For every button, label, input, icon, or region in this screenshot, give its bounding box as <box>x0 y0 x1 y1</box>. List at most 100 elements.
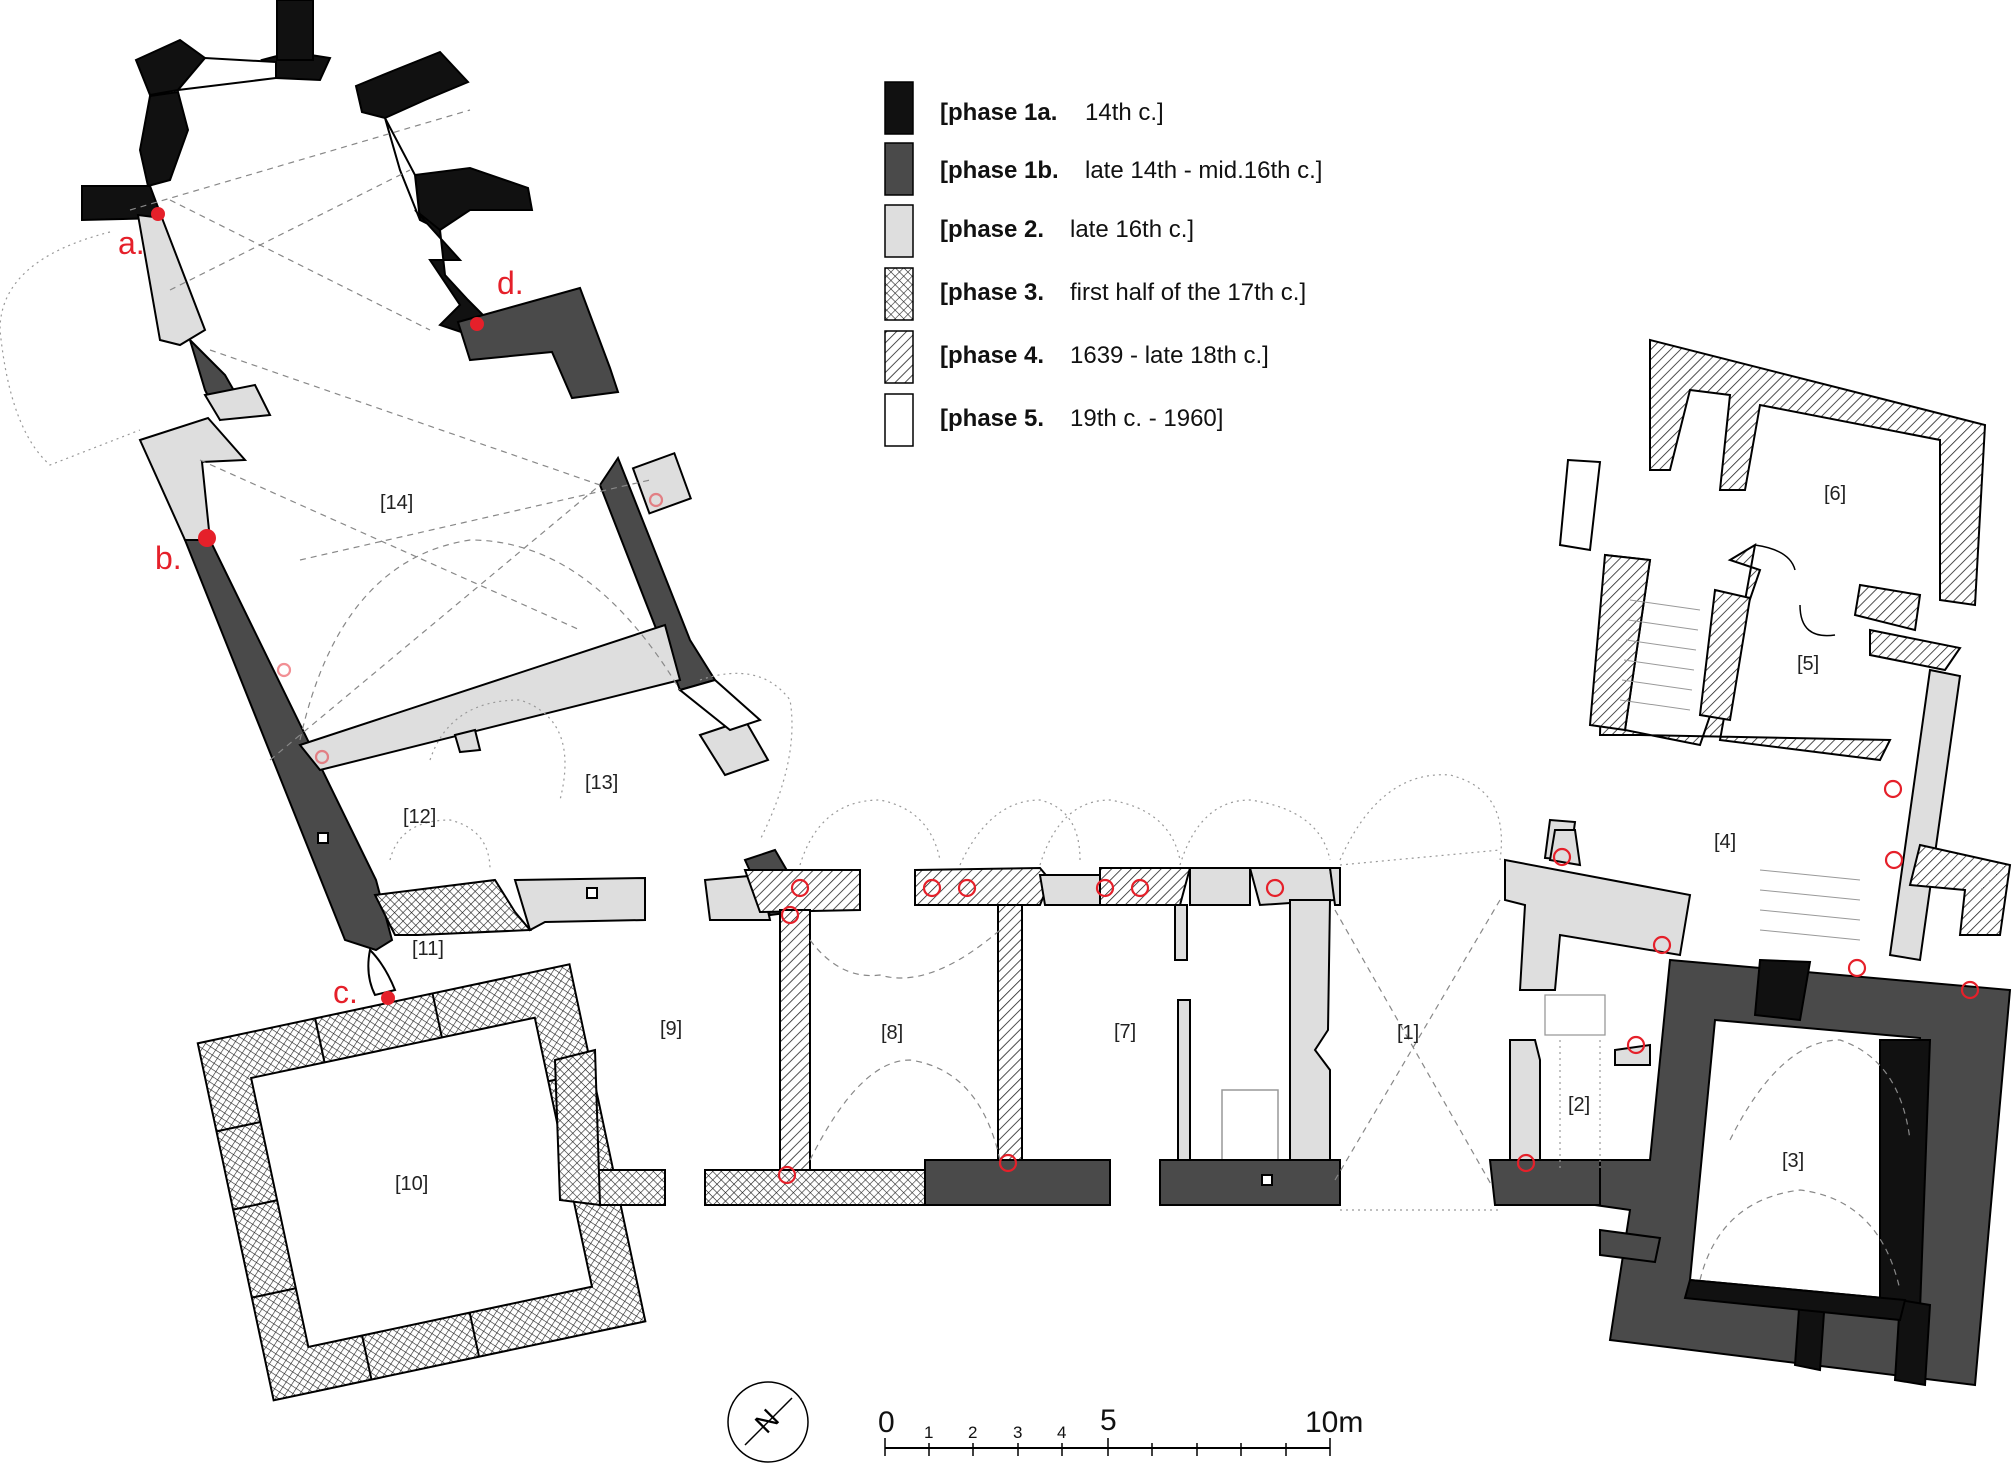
room-8-vault <box>809 929 1001 979</box>
passage-1 <box>799 774 1502 1211</box>
vault-arc <box>299 539 681 741</box>
east-wing-window <box>1558 458 1602 552</box>
tower-3-vault <box>1699 1189 1901 1291</box>
probe-circle <box>1960 980 1980 1000</box>
probe-circle <box>1652 935 1672 955</box>
probe-circle <box>1626 1035 1646 1055</box>
wall-niche-icon <box>317 832 329 844</box>
probe-circle <box>1847 958 1867 978</box>
legend-key-phase-1a: [phase 1a. <box>940 99 1057 126</box>
room-label-10: [10] <box>395 1173 428 1195</box>
legend-swatch-phase-5 <box>884 393 914 447</box>
marker-dot-a <box>151 207 165 221</box>
range-dotted-arc <box>1179 799 1331 866</box>
room-4-east-annex <box>1908 843 2012 936</box>
room-label-14: [14] <box>380 492 413 514</box>
nave-wall-left-upper <box>136 213 207 347</box>
room-label-3: [3] <box>1782 1150 1804 1172</box>
room-12-dotted-arc <box>389 819 491 871</box>
probe-circle <box>276 662 292 678</box>
apse-wall-segment <box>138 90 190 188</box>
apse-buttress-left <box>81 185 164 222</box>
room-2-south-wall <box>1488 1159 1601 1206</box>
tower-3-dark-segment <box>1753 958 1812 1022</box>
room-13-opening <box>677 678 762 732</box>
wall-9-8 <box>779 909 811 1176</box>
range-dotted-arc <box>959 799 1081 866</box>
probe-circle <box>1883 779 1903 799</box>
range-north-wall <box>743 869 861 914</box>
scale-label-0: 0 <box>878 1406 895 1439</box>
probe-circle <box>790 878 810 898</box>
hall-14-corner <box>138 416 248 541</box>
probe-circle <box>777 1165 797 1185</box>
room-6-walls <box>1649 338 1987 607</box>
scale-label-4: 4 <box>1057 1423 1066 1442</box>
room-7-fixture <box>1221 1089 1279 1169</box>
room-2-west-wall <box>1509 1039 1541 1171</box>
passage-dotted-arc <box>1339 774 1502 861</box>
legend-value-phase-4: 1639 - late 18th c.] <box>1070 342 1269 369</box>
marker-dot-c <box>381 991 395 1005</box>
door-swing-icon <box>1799 604 1836 637</box>
probe-circle <box>1265 878 1285 898</box>
room-label-11: [11] <box>412 938 444 960</box>
room-labels: [1] [2] [3] [4] [5] [6] [7] [8] [9] [10]… <box>380 483 1846 1195</box>
room-2-pier <box>1614 1043 1651 1066</box>
range-south-wall <box>704 1169 926 1206</box>
legend-value-phase-5: 19th c. - 1960] <box>1070 405 1223 432</box>
passage-dotted-lines <box>1339 849 1501 1211</box>
room-9-west-wall <box>553 1048 602 1207</box>
tower-3-dark-segment <box>1879 1039 1932 1312</box>
range-north-window <box>1038 874 1101 906</box>
range-south-wall-dark <box>1159 1159 1341 1206</box>
room-label-8: [8] <box>881 1022 903 1044</box>
legend-key-phase-4: [phase 4. <box>940 342 1044 369</box>
room-9-north-wall <box>513 876 646 932</box>
room-label-1: [1] <box>1397 1022 1419 1044</box>
marker-label-d: d. <box>497 265 524 301</box>
room-5-wall-stub <box>1853 583 1922 632</box>
room-8-vault <box>809 1059 1001 1161</box>
room-11-curve <box>367 947 397 997</box>
room-label-7: [7] <box>1114 1021 1136 1043</box>
scale-bar: 0 1 2 3 4 5 10m <box>878 1404 1363 1456</box>
legend-key-phase-2: [phase 2. <box>940 216 1044 243</box>
room-label-2: [2] <box>1568 1094 1590 1116</box>
stair-lines <box>1619 599 1861 941</box>
tower-3-dark-segment <box>1683 1278 1907 1322</box>
range-north-end <box>1328 867 1341 906</box>
central-range <box>553 866 1341 1207</box>
probe-circle <box>957 878 977 898</box>
room-4-east-wall <box>1888 668 1962 962</box>
hall-14-south-wall <box>298 623 682 772</box>
scale-label-10m: 10m <box>1305 1406 1363 1439</box>
room-5-wall-stub <box>1869 628 1962 672</box>
room-label-6: [6] <box>1824 483 1846 505</box>
legend-value-phase-1a: 14th c.] <box>1085 99 1164 126</box>
scale-label-5: 5 <box>1100 1404 1117 1437</box>
legend-swatch-phase-2 <box>884 204 914 258</box>
door-swing-icon <box>1754 544 1796 571</box>
wall-niche-icon <box>586 887 598 899</box>
room-label-13: [13] <box>585 772 618 794</box>
legend-swatch-phase-3 <box>884 267 914 321</box>
room-label-12: [12] <box>403 806 436 828</box>
tower-10 <box>196 963 647 1402</box>
marker-dot-b <box>198 529 216 547</box>
legend-value-phase-3: first half of the 17th c.] <box>1070 279 1306 306</box>
east-wing <box>1488 338 2012 1387</box>
marker-label-b: b. <box>155 540 182 576</box>
stair-west-wall <box>1588 553 1652 732</box>
room-2-fixture <box>1544 994 1606 1036</box>
room-label-4: [4] <box>1714 831 1736 853</box>
room-13-dotted-arc <box>699 672 793 841</box>
legend: [phase 1a. 14th c.] [phase 1b. late 14th… <box>884 81 1322 447</box>
section-markers: a. b. c. d. <box>118 207 524 1010</box>
nave-pier <box>203 383 272 422</box>
range-dotted-arc <box>1039 799 1181 866</box>
probe-circle <box>1552 847 1572 867</box>
wall-niche-icon <box>1261 1174 1273 1186</box>
legend-swatch-phase-1a <box>884 81 914 135</box>
